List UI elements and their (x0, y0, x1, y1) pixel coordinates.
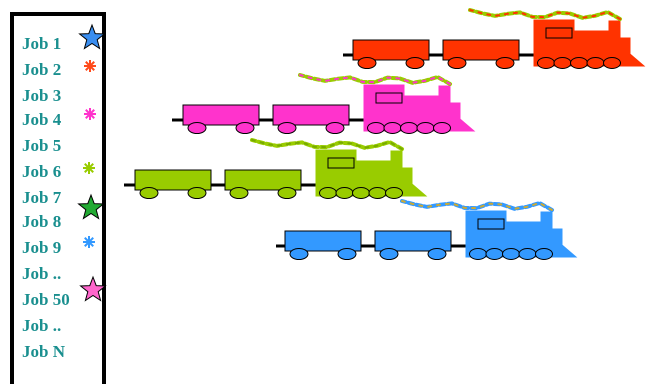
wheel (379, 248, 399, 260)
wheel (367, 122, 385, 134)
asterisk-icon (83, 162, 95, 174)
red-train (343, 8, 646, 69)
job-list-panel: Job 1 Job 2 Job 3 Job 4 Job 5 Job 6 Job 7 Job 8… (10, 12, 106, 384)
train-car (182, 104, 260, 134)
wheel (447, 57, 467, 69)
smoke-trail (250, 138, 404, 151)
smoke-trail (251, 139, 403, 150)
locomotive (298, 73, 476, 134)
wheel (229, 187, 249, 199)
wheel (535, 248, 553, 260)
job-label: Job 5 (22, 136, 62, 155)
cab-window (545, 27, 573, 39)
wheel (368, 187, 387, 199)
star-icon (77, 193, 105, 220)
smoke-trail (468, 8, 622, 21)
wheel (357, 57, 377, 69)
wheel (427, 248, 447, 260)
job-label: Job .. (22, 264, 62, 283)
wheel (383, 122, 402, 134)
job-label: Job .. (22, 316, 62, 335)
train-car (284, 230, 362, 260)
train-car (374, 230, 452, 260)
wheel (385, 187, 403, 199)
wheel (400, 122, 418, 134)
wheel (495, 57, 515, 69)
wheel (319, 187, 337, 199)
wheel (139, 187, 159, 199)
job-label: Job 7 (22, 188, 62, 207)
smoke-trail (298, 73, 452, 86)
train-car (442, 39, 520, 69)
wheel (518, 248, 537, 260)
train-car (134, 169, 212, 199)
wheel (416, 122, 435, 134)
train-car (352, 39, 430, 69)
wheel (586, 57, 605, 69)
cab-window (477, 218, 505, 230)
star-icon (78, 23, 106, 50)
job-label: Job 9 (22, 238, 62, 257)
blue-train (276, 199, 578, 260)
green-train (124, 138, 428, 199)
train-car (272, 104, 350, 134)
locomotive (468, 8, 646, 69)
job-label: Job 2 (22, 60, 62, 79)
cab-window (327, 157, 355, 169)
job-label: Job 8 (22, 212, 62, 231)
smoke-trail (299, 74, 451, 85)
locomotive (400, 199, 578, 260)
asterisk-icon (84, 108, 96, 120)
wheel (537, 57, 555, 69)
asterisk-icon (84, 60, 96, 72)
job-label: Job 3 (22, 86, 62, 105)
job-label: Job 50 (22, 290, 70, 309)
wheel (603, 57, 621, 69)
wheel (325, 122, 345, 134)
job-label: Job N (22, 342, 65, 361)
train-car (224, 169, 302, 199)
smoke-trail (469, 9, 621, 20)
cab-window (375, 92, 403, 104)
wheel (553, 57, 572, 69)
job-label: Job 4 (22, 110, 62, 129)
smoke-trail (401, 200, 553, 211)
wheel (405, 57, 425, 69)
wheel (277, 187, 297, 199)
wheel (433, 122, 451, 134)
wheel (289, 248, 309, 260)
wheel (469, 248, 487, 260)
wheel (277, 122, 297, 134)
wheel (337, 248, 357, 260)
wheel (187, 187, 207, 199)
job-label: Job 1 (22, 34, 62, 53)
wheel (570, 57, 588, 69)
asterisk-icon (83, 236, 95, 248)
wheel (187, 122, 207, 134)
wheel (335, 187, 354, 199)
wheel (502, 248, 520, 260)
star-icon (79, 275, 107, 302)
wheel (485, 248, 504, 260)
locomotive (250, 138, 428, 199)
magenta-train (172, 73, 476, 134)
wheel (352, 187, 370, 199)
smoke-trail (400, 199, 554, 212)
wheel (235, 122, 255, 134)
job-label: Job 6 (22, 162, 62, 181)
